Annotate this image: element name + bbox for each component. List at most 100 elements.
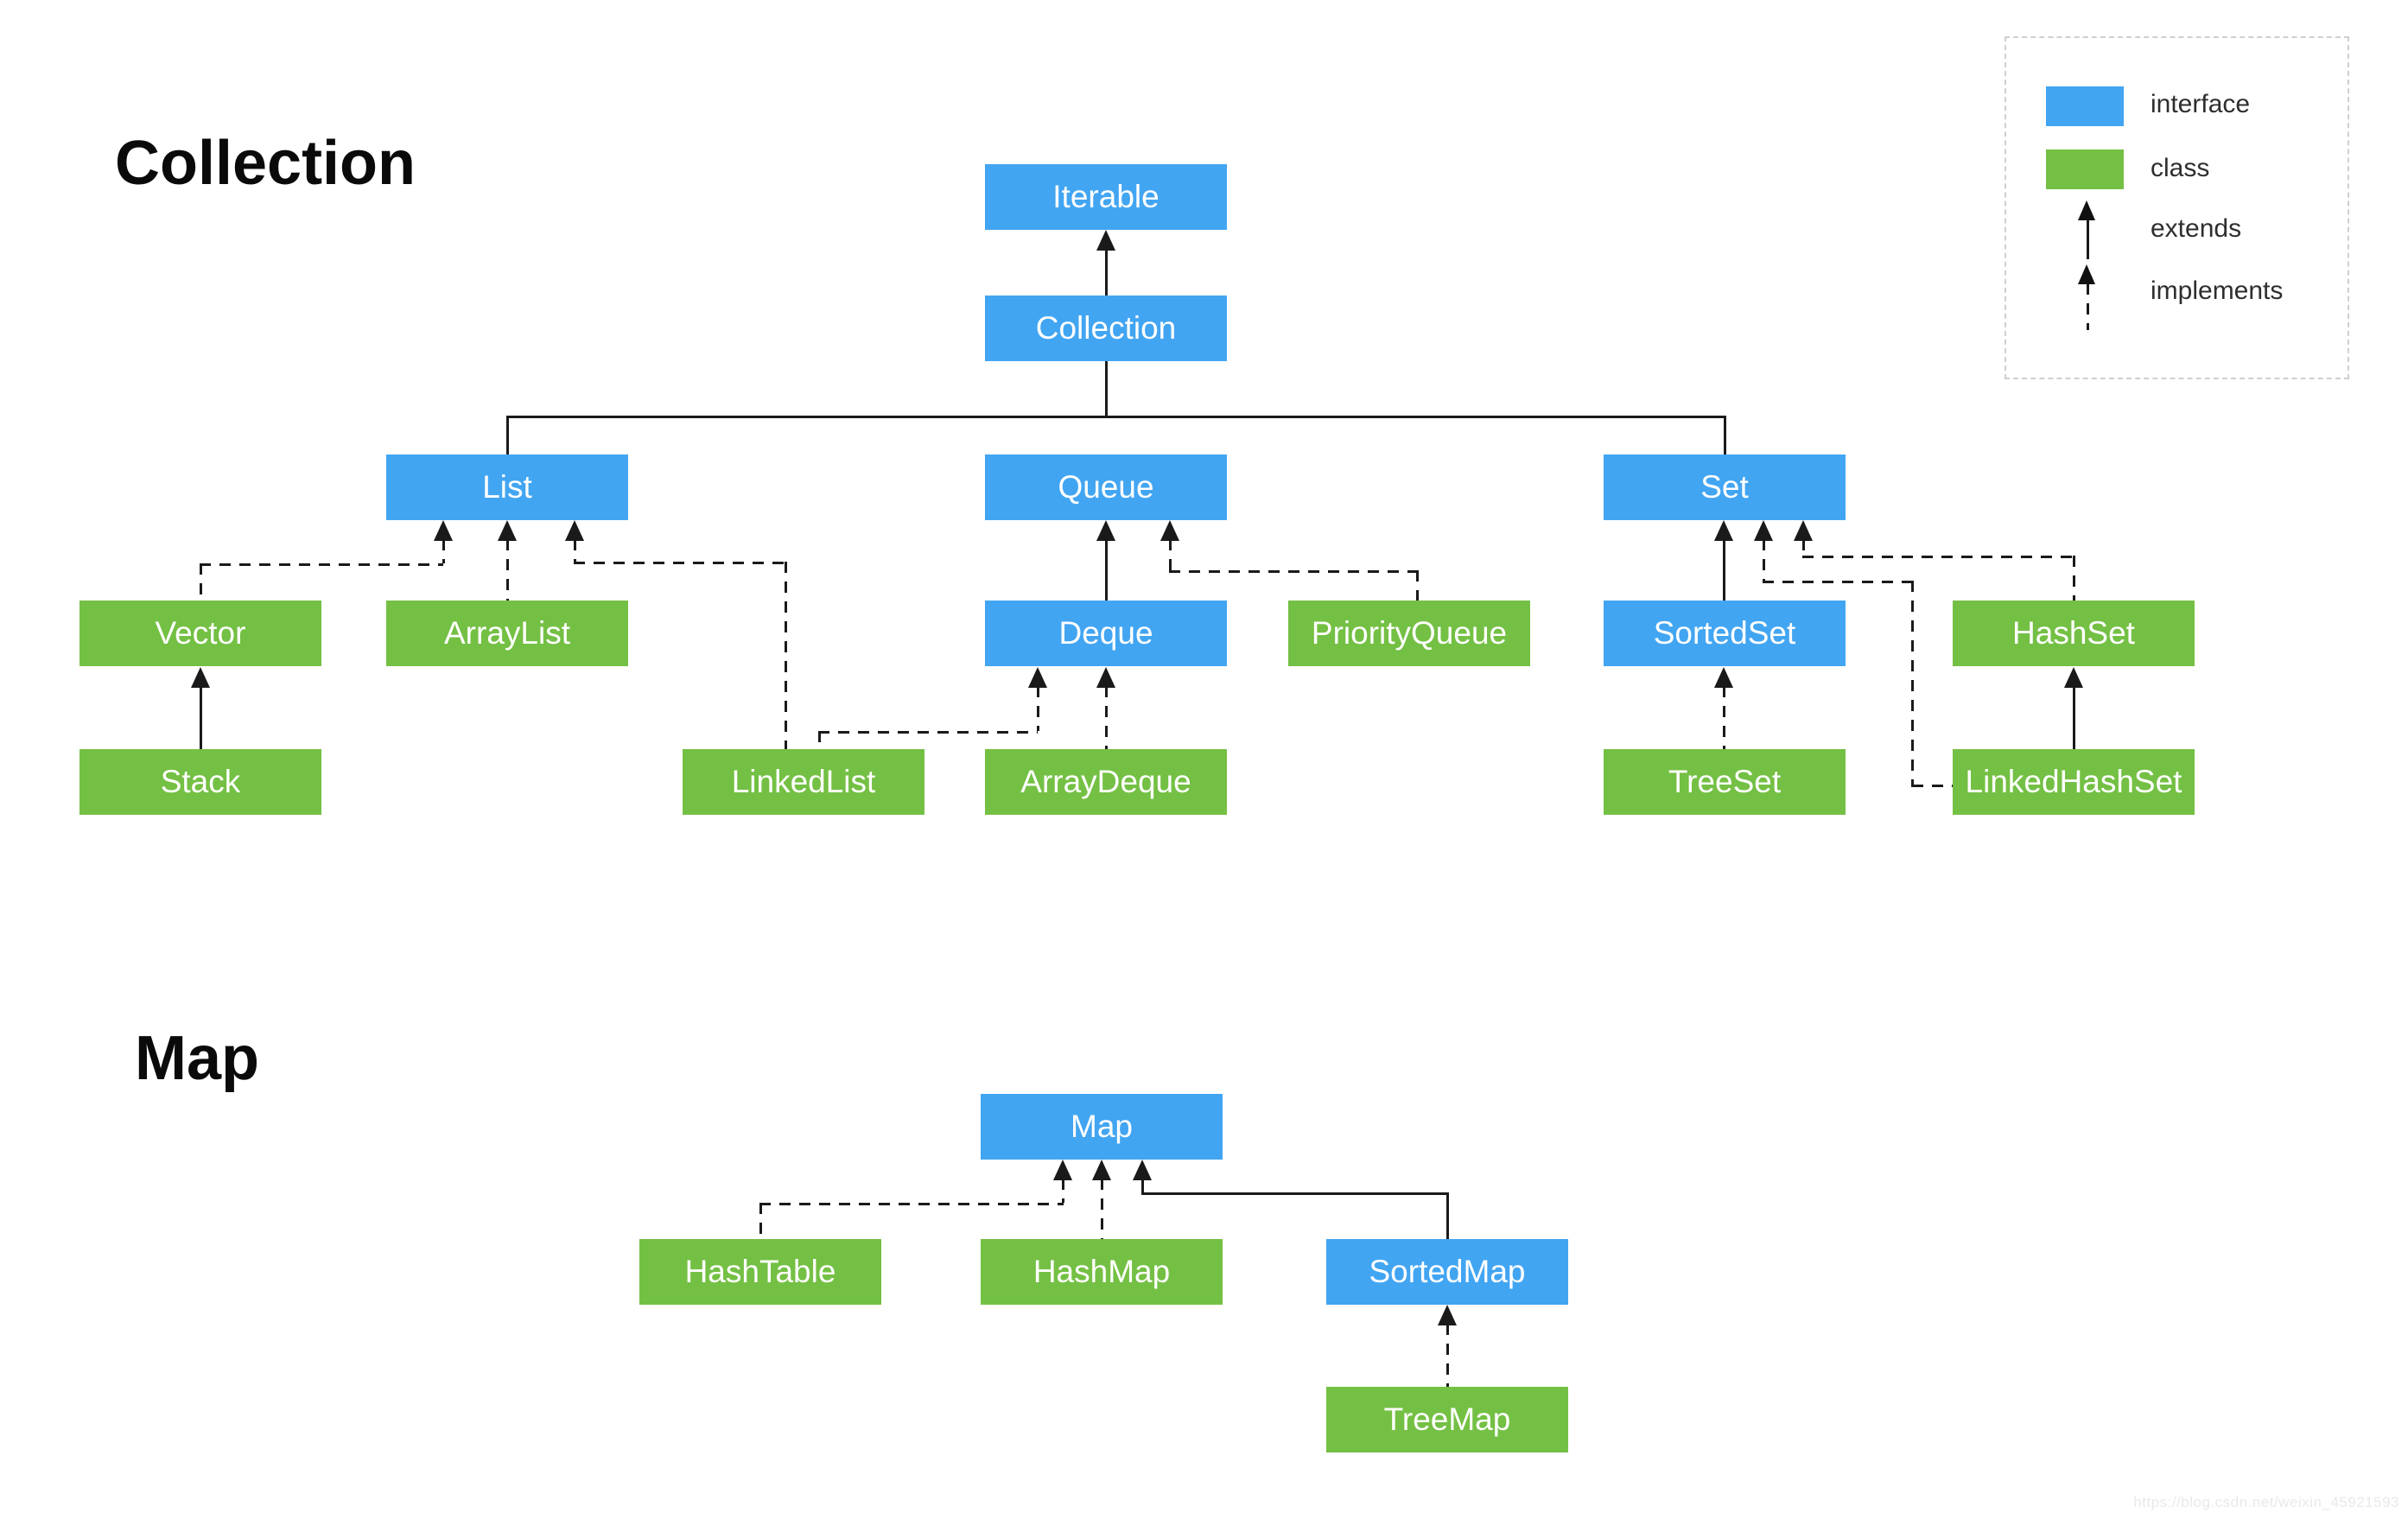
edge-priorityqueue-implements-queue-drop [1169, 539, 1172, 570]
node-sortedmap-label: SortedMap [1369, 1254, 1526, 1289]
edge-collection-extends-iterable-arrowhead [1096, 230, 1115, 251]
edge-linkedlist-implements-deque-run [818, 731, 1038, 734]
edge-hashmap-implements-map-arrowhead [1092, 1160, 1111, 1180]
node-set-label: Set [1700, 469, 1749, 505]
node-hashset: HashSet [1953, 601, 2195, 666]
edge-sortedmap-extends-map-run [1141, 1192, 1449, 1195]
node-collection: Collection [985, 296, 1227, 361]
edge-priorityqueue-implements-queue-arrowhead [1160, 520, 1179, 541]
edge-linkedlist-implements-deque-drop [1037, 686, 1039, 731]
edge-linkedlist-implements-list-riser [785, 562, 787, 749]
edge-vector-implements-list-run [200, 563, 443, 566]
edge-linkedlist-implements-list-run [574, 562, 786, 564]
node-iterable: Iterable [985, 164, 1227, 230]
edge-collection-extends-iterable-line [1105, 249, 1108, 296]
edge-sortedset-extends-set-line [1723, 539, 1725, 601]
edge-arraydeque-implements-deque-line [1105, 686, 1108, 749]
node-hashset-label: HashSet [2012, 615, 2135, 651]
edge-linkedlist-implements-list-arrowhead [565, 520, 584, 541]
edge-hashtable-implements-map-run [759, 1203, 1064, 1205]
node-stack-label: Stack [160, 764, 241, 799]
edge-hashset-implements-set-riser [2073, 556, 2075, 601]
edge-linkedhashset-implements-set-arrowhead [1754, 520, 1773, 541]
legend-extends-label: extends [2151, 214, 2242, 243]
edge-linkedlist-implements-deque-riser [818, 731, 821, 749]
node-hashmap: HashMap [981, 1239, 1223, 1305]
node-list-label: List [482, 469, 532, 505]
legend-extends-arrowhead [2078, 200, 2095, 220]
legend-implements-line [2087, 283, 2089, 330]
node-map-label: Map [1071, 1109, 1133, 1144]
edge-hashset-implements-set-drop [1802, 539, 1805, 556]
node-vector-label: Vector [155, 615, 246, 651]
edge-deque-extends-queue-line [1105, 539, 1108, 601]
node-arraylist-label: ArrayList [444, 615, 570, 651]
edge-linkedlist-implements-list-drop [574, 539, 576, 562]
edge-trunk-list-drop [506, 416, 509, 454]
node-hashmap-label: HashMap [1032, 1254, 1171, 1289]
legend-implements-label: implements [2151, 276, 2284, 305]
edge-trunk-horizontal [506, 416, 1726, 418]
edge-hashtable-implements-map-arrowhead [1053, 1160, 1072, 1180]
edge-linkedhashset-extends-hashset-line [2073, 686, 2075, 749]
node-queue-label: Queue [1058, 469, 1154, 505]
node-deque-label: Deque [1058, 615, 1153, 651]
edge-arraylist-implements-list-line [506, 539, 509, 601]
node-priorityqueue-label: PriorityQueue [1311, 615, 1508, 651]
edge-hashtable-implements-map-riser [759, 1203, 762, 1239]
legend-class-swatch [2046, 149, 2124, 189]
edge-treeset-implements-sortedset-line [1723, 686, 1725, 749]
node-treemap: TreeMap [1326, 1387, 1568, 1452]
legend-class-label: class [2151, 154, 2210, 182]
node-priorityqueue: PriorityQueue [1288, 601, 1530, 666]
legend-interface-swatch [2046, 86, 2124, 126]
node-iterable-label: Iterable [1052, 179, 1160, 214]
node-linkedlist: LinkedList [683, 749, 924, 815]
edge-sortedmap-extends-map-arrowhead [1133, 1160, 1152, 1180]
edge-linkedlist-implements-deque-arrowhead [1028, 667, 1047, 688]
node-treeset-label: TreeSet [1668, 764, 1782, 799]
edge-linkedhashset-implements-set-hook [1912, 785, 1953, 787]
node-hashtable-label: HashTable [684, 1254, 836, 1289]
node-sortedmap: SortedMap [1326, 1239, 1568, 1305]
edge-linkedhashset-extends-hashset-arrowhead [2064, 667, 2083, 688]
node-set: Set [1604, 454, 1846, 520]
legend: interface class extends implements [2005, 36, 2349, 379]
node-collection-label: Collection [1035, 310, 1177, 346]
edge-deque-extends-queue-arrowhead [1096, 520, 1115, 541]
edge-vector-implements-list-riser [200, 563, 202, 601]
edge-linkedhashset-implements-set-riser [1911, 581, 1914, 787]
legend-implements-arrowhead [2078, 264, 2095, 284]
edge-sortedmap-extends-map-drop [1141, 1179, 1144, 1192]
edge-treemap-implements-sortedmap-arrowhead [1438, 1305, 1457, 1325]
node-arraydeque-label: ArrayDeque [1020, 764, 1191, 799]
node-queue: Queue [985, 454, 1227, 520]
edge-linkedhashset-implements-set-run [1763, 581, 1913, 583]
edge-treemap-implements-sortedmap-line [1446, 1324, 1449, 1387]
node-linkedlist-label: LinkedList [731, 764, 876, 799]
edge-sortedset-extends-set-arrowhead [1714, 520, 1733, 541]
node-linkedhashset-label: LinkedHashSet [1965, 764, 2182, 799]
edge-hashmap-implements-map-line [1101, 1179, 1103, 1239]
edge-arraylist-implements-list-arrowhead [498, 520, 517, 541]
node-linkedhashset: LinkedHashSet [1953, 749, 2195, 815]
edge-trunk-set-drop [1724, 416, 1726, 454]
node-stack: Stack [79, 749, 321, 815]
node-arraydeque: ArrayDeque [985, 749, 1227, 815]
edge-priorityqueue-implements-queue-riser [1416, 570, 1419, 601]
node-map: Map [981, 1094, 1223, 1160]
node-deque: Deque [985, 601, 1227, 666]
node-arraylist: ArrayList [386, 601, 628, 666]
edge-treeset-implements-sortedset-arrowhead [1714, 667, 1733, 688]
legend-extends-line [2087, 219, 2089, 259]
collection-section-title: Collection [115, 129, 416, 198]
edge-stack-extends-vector-line [200, 686, 202, 749]
node-treeset: TreeSet [1604, 749, 1846, 815]
edge-sortedmap-extends-map-riser [1446, 1192, 1449, 1239]
watermark-url: https://blog.csdn.net/weixin_45921593 [2133, 1494, 2399, 1510]
edge-hashset-implements-set-arrowhead [1794, 520, 1813, 541]
node-list: List [386, 454, 628, 520]
edge-hashset-implements-set-run [1802, 556, 2074, 558]
edge-trunk-collection-drop [1105, 361, 1108, 416]
